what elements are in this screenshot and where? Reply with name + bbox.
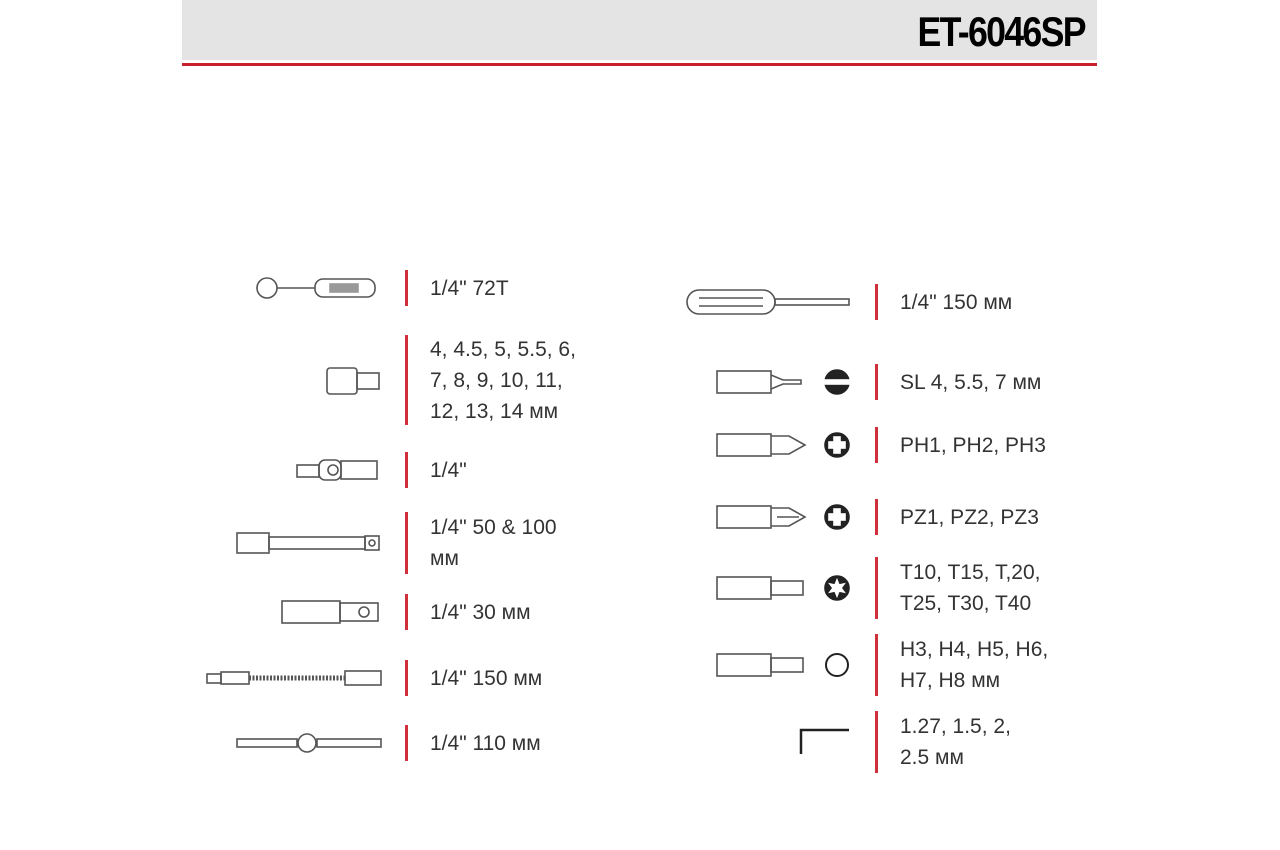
item-text: PH1, PH2, PH3 [900, 433, 1046, 457]
item-text: 1/4" 110 мм [430, 731, 541, 755]
item-screwdriver-handle: 1/4" 150 мм [680, 284, 1012, 320]
hex-key-icon [680, 727, 855, 757]
hex-bit-icon [680, 650, 855, 680]
item-pozidriv-bits: PZ1, PZ2, PZ3 [680, 499, 1039, 535]
item-ratchet: 1/4" 72T [200, 270, 509, 306]
divider [875, 557, 878, 619]
item-text: H3, H4, H5, H6, H7, H8 мм [900, 638, 1049, 692]
divider [405, 270, 408, 306]
socket-icon [200, 365, 385, 395]
divider [875, 711, 878, 773]
item-text: SL 4, 5.5, 7 мм [900, 370, 1042, 394]
item-text: PZ1, PZ2, PZ3 [900, 505, 1039, 529]
item-text: 1/4" [430, 458, 467, 482]
universal-joint-icon [200, 457, 385, 483]
item-sockets: 4, 4.5, 5, 5.5, 6, 7, 8, 9, 10, 11, 12, … [200, 335, 576, 425]
item-text: 1/4" 50 & 100 мм [430, 516, 557, 570]
divider [405, 452, 408, 488]
divider [875, 284, 878, 320]
t-handle-icon [200, 732, 385, 754]
item-text: 1.27, 1.5, 2, 2.5 мм [900, 715, 1011, 769]
slotted-bit-icon [680, 367, 855, 397]
divider [875, 364, 878, 400]
item-torx-bits: T10, T15, T,20, T25, T30, T40 [680, 557, 1040, 619]
item-text: 1/4" 150 мм [900, 290, 1013, 314]
item-text: 1/4" 30 мм [430, 600, 531, 624]
extension-bar-icon [200, 531, 385, 555]
divider [405, 335, 408, 425]
phillips-bit-icon [680, 430, 855, 460]
item-flexible-extension: 1/4" 150 мм [200, 660, 542, 696]
divider [875, 499, 878, 535]
divider [405, 594, 408, 630]
ratchet-icon [200, 273, 385, 303]
item-text: 1/4" 72T [430, 276, 509, 300]
divider [875, 427, 878, 463]
item-text: 4, 4.5, 5, 5.5, 6, 7, 8, 9, 10, 11, 12, … [430, 337, 576, 423]
divider [875, 634, 878, 696]
item-text: T10, T15, T,20, T25, T30, T40 [900, 561, 1041, 615]
item-bit-adapter: 1/4" 30 мм [200, 594, 531, 630]
header-divider [182, 63, 1097, 66]
item-text: 1/4" 150 мм [430, 666, 543, 690]
bit-adapter-icon [200, 599, 385, 625]
divider [405, 725, 408, 761]
item-hex-keys: 1.27, 1.5, 2, 2.5 мм [680, 711, 1011, 773]
divider [405, 512, 408, 574]
item-hex-bits: H3, H4, H5, H6, H7, H8 мм [680, 634, 1048, 696]
header-bar: ET-6046SP [182, 0, 1097, 60]
item-universal-joint: 1/4" [200, 452, 467, 488]
item-slotted-bits: SL 4, 5.5, 7 мм [680, 364, 1041, 400]
model-title: ET-6046SP [917, 8, 1087, 55]
torx-bit-icon [680, 573, 855, 603]
screwdriver-handle-icon [680, 287, 855, 317]
flexible-extension-icon [200, 667, 385, 689]
item-t-handle: 1/4" 110 мм [200, 725, 541, 761]
item-phillips-bits: PH1, PH2, PH3 [680, 427, 1046, 463]
divider [405, 660, 408, 696]
item-extension-bar: 1/4" 50 & 100 мм [200, 512, 557, 574]
pozidriv-bit-icon [680, 502, 855, 532]
